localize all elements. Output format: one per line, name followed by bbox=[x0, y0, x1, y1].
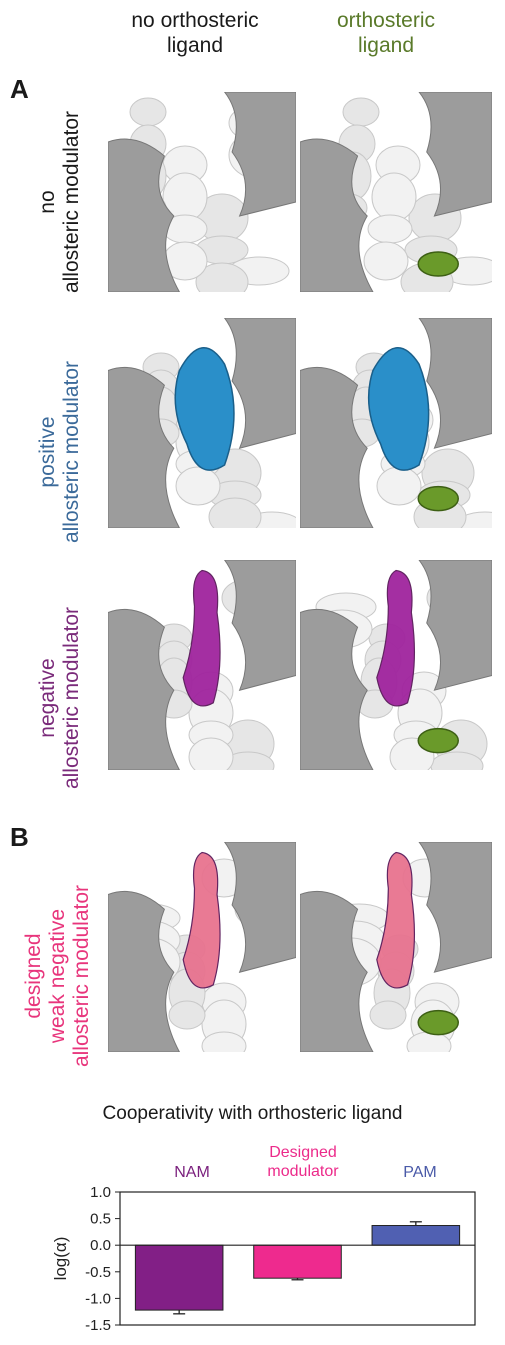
column-header-no-orthosteric: no orthosteric ligand bbox=[95, 8, 295, 58]
y-tick-label: 1.0 bbox=[90, 1184, 111, 1201]
error-bar bbox=[173, 1310, 185, 1314]
row-label-positive-modulator: positive allosteric modulator bbox=[36, 342, 84, 562]
column-header-orthosteric: orthosteric ligand bbox=[286, 8, 486, 58]
row-label-line: allosteric modulator bbox=[60, 588, 84, 808]
column-header-line: no orthosteric bbox=[95, 8, 295, 33]
structure-tile bbox=[108, 92, 296, 292]
row-label-line: no bbox=[36, 92, 60, 312]
row-label-line: negative bbox=[36, 588, 60, 808]
bar bbox=[135, 1245, 223, 1310]
column-header-line: ligand bbox=[286, 33, 486, 58]
y-axis-label: log(α) bbox=[51, 1237, 70, 1281]
structure-tile bbox=[300, 318, 492, 528]
row-label-no-modulator: no allosteric modulator bbox=[36, 92, 84, 312]
row-label-line: weak negative bbox=[46, 866, 70, 1086]
structure-tile bbox=[108, 842, 296, 1052]
protein-surface-image bbox=[300, 560, 492, 770]
orthosteric-ligand-shape bbox=[418, 487, 458, 511]
row-label-line: positive bbox=[36, 342, 60, 562]
y-tick-label: -0.5 bbox=[85, 1264, 111, 1281]
protein-surface-image bbox=[108, 92, 296, 292]
row-label-line: allosteric modulator bbox=[60, 92, 84, 312]
y-tick-label: -1.0 bbox=[85, 1290, 111, 1307]
cooperativity-bar-chart: 1.0 0.5 0.0 -0.5 -1.0 -1.5 log(α) bbox=[20, 1180, 490, 1340]
protein-surface-image bbox=[300, 842, 492, 1052]
chart-title: Cooperativity with orthosteric ligand bbox=[0, 1103, 505, 1125]
y-tick-label: 0.0 bbox=[90, 1237, 111, 1254]
row-label-line: allosteric modulator bbox=[60, 342, 84, 562]
row-label-line: designed bbox=[22, 866, 46, 1086]
panel-label-b: B bbox=[10, 822, 29, 853]
column-header-line: ligand bbox=[95, 33, 295, 58]
protein-surface-image bbox=[300, 92, 492, 292]
row-label-line: allosteric modulator bbox=[70, 866, 94, 1086]
row-label-negative-modulator: negative allosteric modulator bbox=[36, 588, 84, 808]
protein-surface-image bbox=[108, 318, 296, 528]
structure-tile bbox=[300, 560, 492, 770]
panel-label-a: A bbox=[10, 74, 29, 105]
column-header-line: orthosteric bbox=[286, 8, 486, 33]
structure-tile bbox=[108, 318, 296, 528]
error-bar bbox=[410, 1222, 422, 1226]
protein-surface-image bbox=[108, 560, 296, 770]
y-tick-label: -1.5 bbox=[85, 1317, 111, 1334]
category-label-designed: Designed modulator bbox=[248, 1143, 358, 1181]
row-label-designed-modulator: designed weak negative allosteric modula… bbox=[22, 866, 94, 1086]
structure-tile bbox=[300, 92, 492, 292]
bar bbox=[254, 1245, 342, 1278]
bar bbox=[372, 1226, 460, 1246]
allosteric-modulator-shape bbox=[183, 853, 220, 988]
category-label-line: Designed bbox=[248, 1143, 358, 1162]
structure-tile bbox=[108, 560, 296, 770]
protein-surface-image bbox=[300, 318, 492, 528]
protein-surface-image bbox=[108, 842, 296, 1052]
category-label-line: modulator bbox=[248, 1162, 358, 1181]
orthosteric-ligand-shape bbox=[418, 252, 458, 276]
orthosteric-ligand-shape bbox=[418, 1011, 458, 1035]
allosteric-modulator-shape bbox=[369, 348, 429, 470]
orthosteric-ligand-shape bbox=[418, 729, 458, 753]
y-tick-label: 0.5 bbox=[90, 1211, 111, 1228]
structure-tile bbox=[300, 842, 492, 1052]
